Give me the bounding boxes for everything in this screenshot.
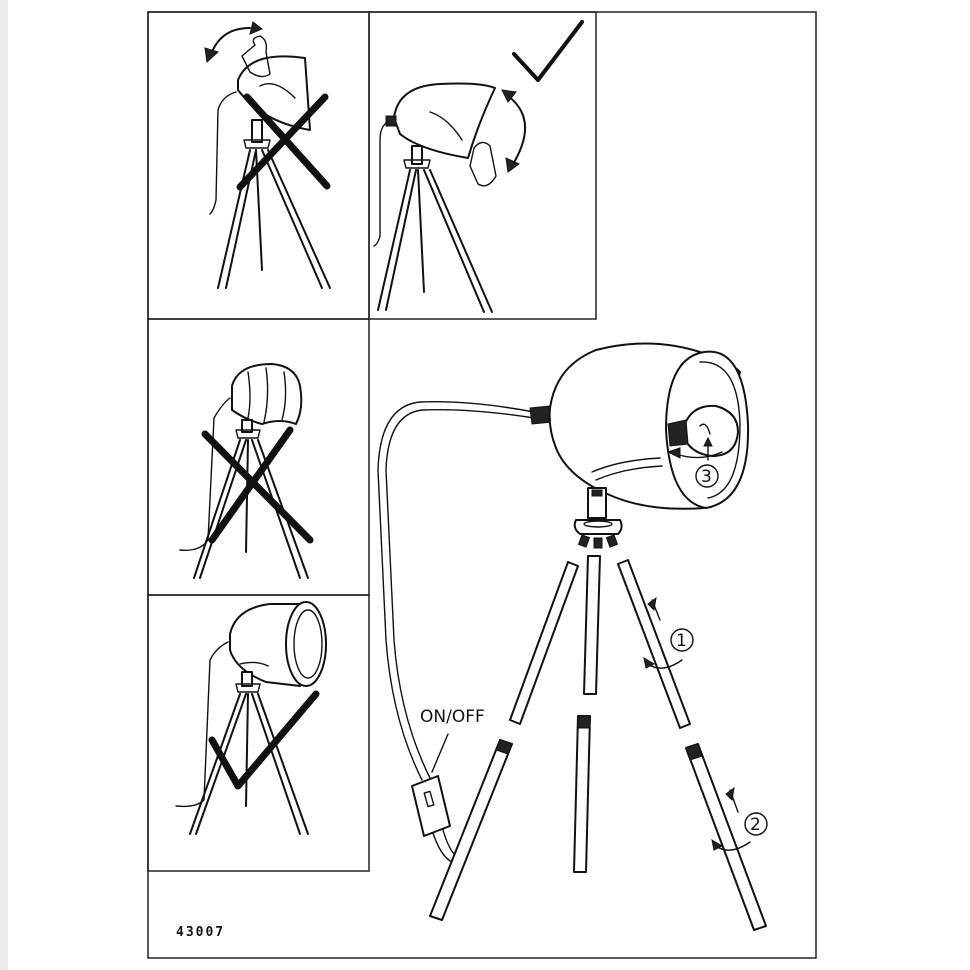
step-3-circle	[695, 464, 719, 488]
page-edge-shadow	[0, 0, 8, 970]
hand-icon	[241, 35, 271, 78]
panel-top-middle	[368, 11, 597, 320]
product-code: 43007	[176, 925, 225, 940]
switch-label: ON/OFF	[420, 707, 485, 727]
upper-leg-left	[509, 561, 579, 725]
step-1-label: 1	[676, 631, 687, 651]
check-icon	[208, 690, 320, 790]
lower-leg-right	[685, 743, 767, 931]
light-bulb	[683, 404, 739, 457]
hand-icon	[469, 141, 497, 187]
power-cord	[179, 397, 231, 551]
rotate-arrow-icon	[211, 27, 251, 53]
panel-open-shade	[175, 601, 327, 835]
step-1-circle	[670, 628, 694, 652]
panel-covered-shade	[179, 363, 314, 579]
power-cord	[373, 121, 389, 247]
main-assembly: 3 1 2	[377, 342, 768, 931]
rotate-arrow-icon-2	[507, 95, 526, 167]
panel-bottom-left	[147, 594, 370, 872]
step-2-circle	[744, 812, 768, 836]
upper-leg-center	[583, 555, 601, 695]
step-2-label: 2	[750, 815, 761, 835]
check-icon	[512, 20, 584, 82]
lamp-shade	[237, 55, 311, 131]
panel-wrong-grip	[204, 21, 331, 289]
switch-pointer-line	[431, 733, 449, 773]
power-cord	[209, 91, 237, 215]
tripod-leg	[217, 149, 251, 289]
power-cord	[175, 641, 229, 808]
upper-leg-right	[617, 559, 691, 729]
wrong-cross-icon	[201, 430, 314, 544]
lower-leg-center	[573, 715, 591, 873]
panel-correct-grip	[373, 20, 584, 313]
step-3-label: 3	[701, 467, 712, 487]
power-cord	[377, 401, 535, 781]
